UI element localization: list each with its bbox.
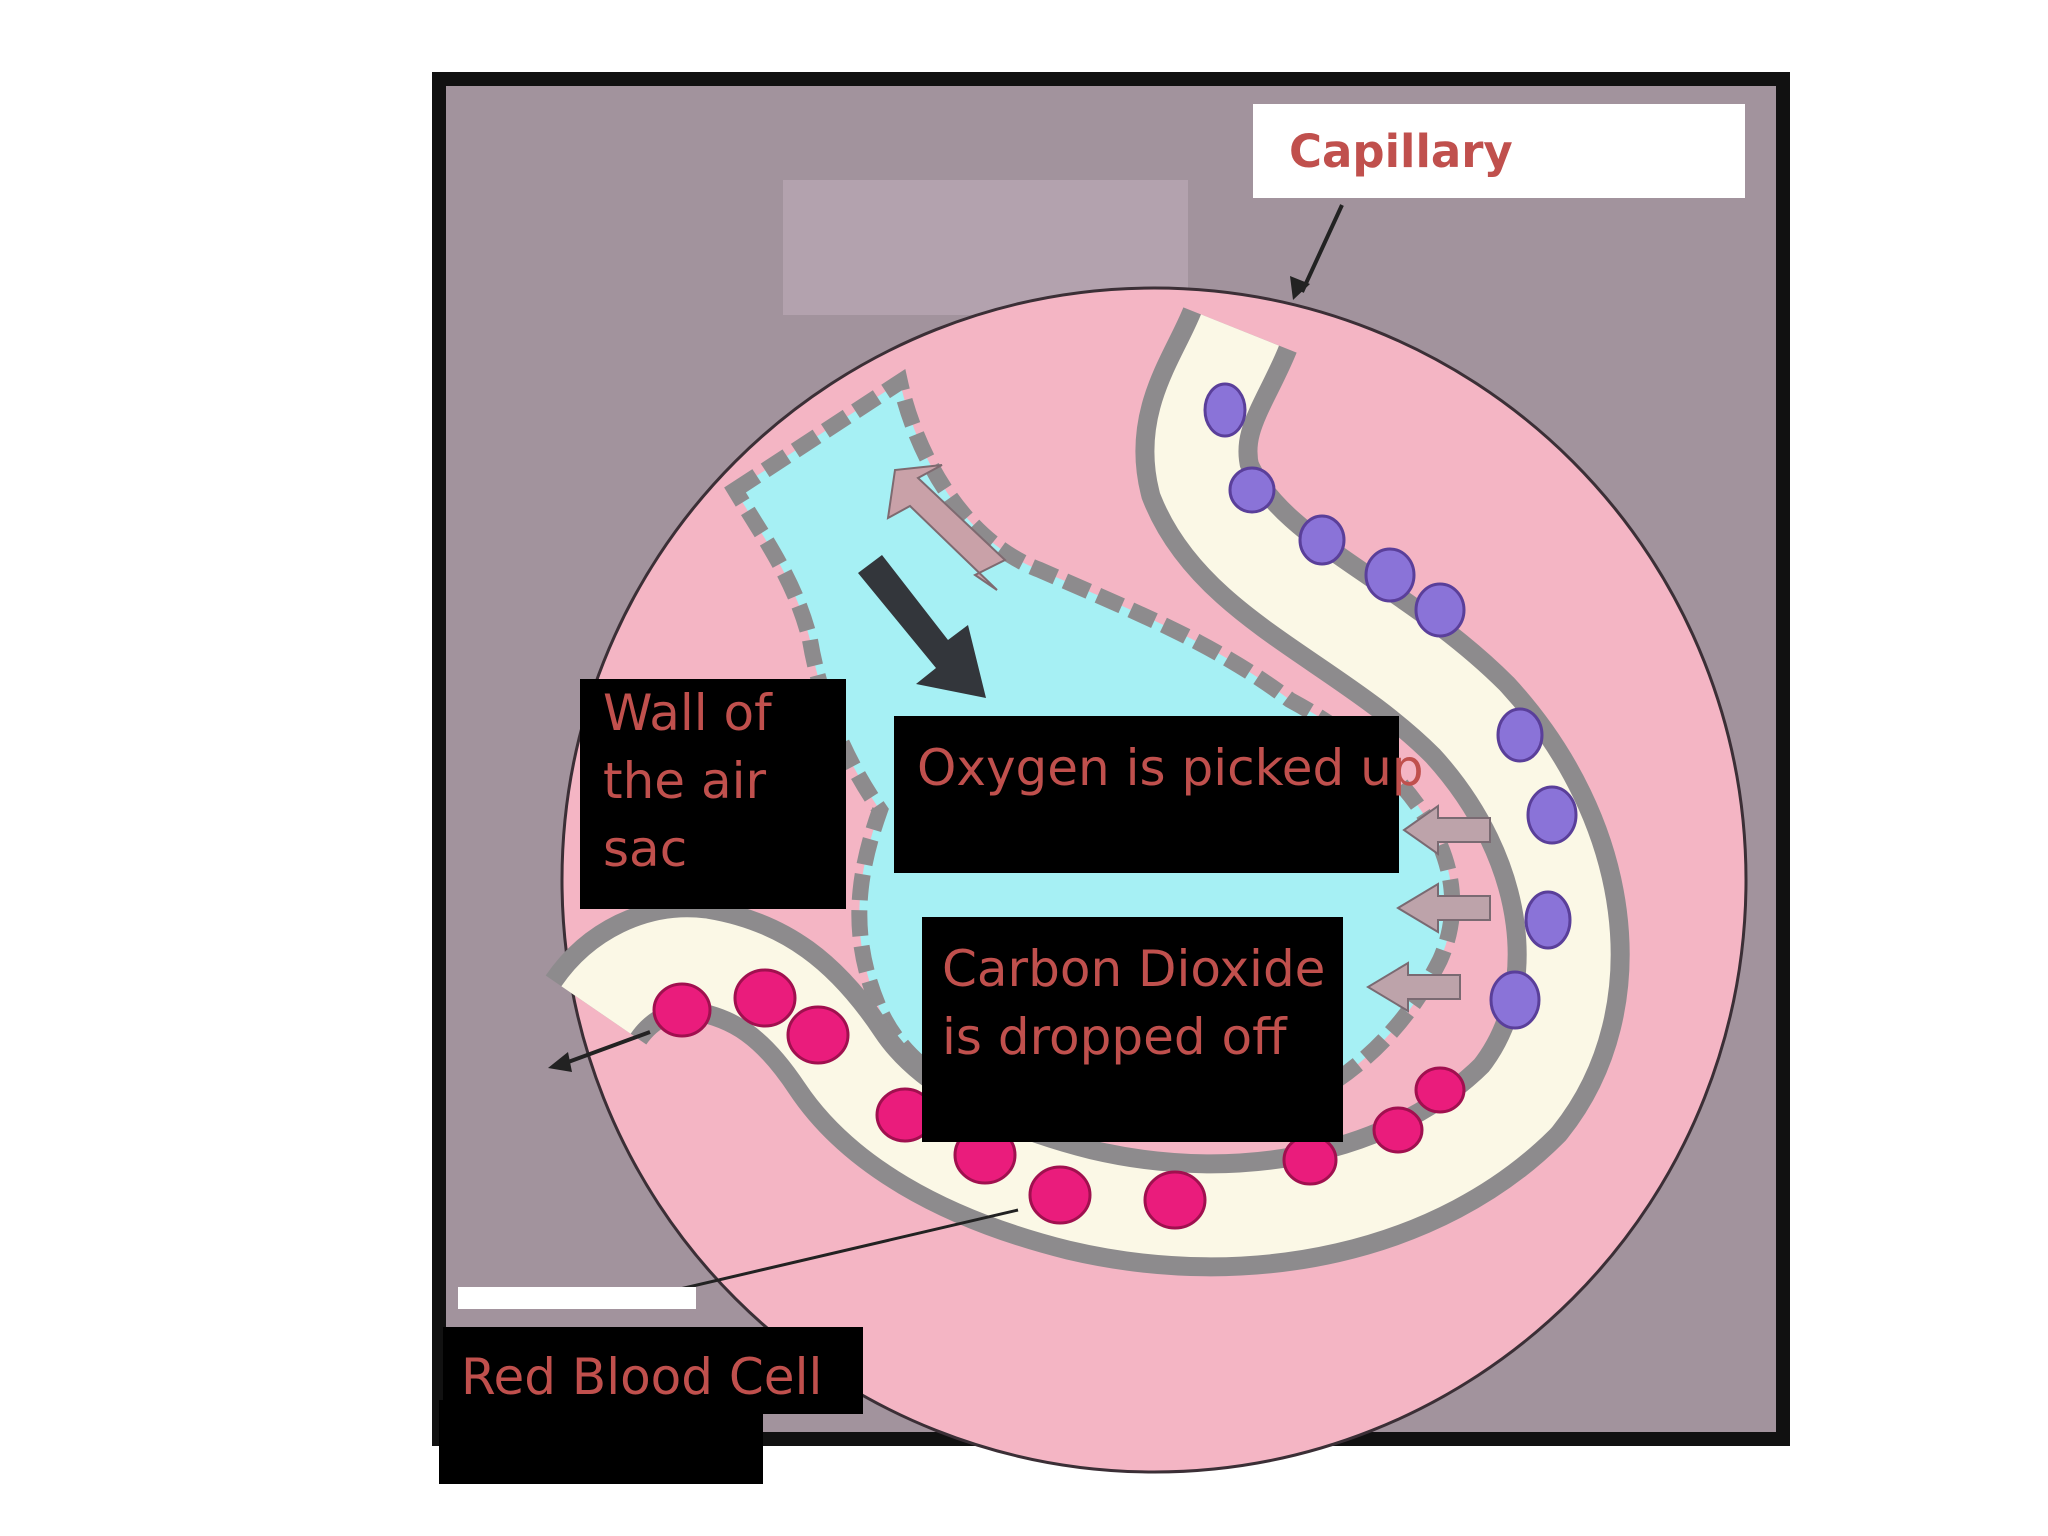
oxygen-in-arrow <box>858 555 986 698</box>
capillary-label: Capillary <box>1253 104 1745 198</box>
red-blood-cell-shape <box>1028 1165 1092 1225</box>
carbon-dioxide-label: Carbon Dioxide is dropped off <box>922 917 1343 1142</box>
red-blood-cell-label-backing <box>439 1400 763 1484</box>
diffusion-arrow <box>1402 804 1491 856</box>
red-blood-cell-shape <box>1372 1106 1424 1154</box>
red-blood-cell-label: Red Blood Cell <box>443 1327 863 1414</box>
purple-cell <box>1526 785 1578 845</box>
red-blood-cell-shape <box>1282 1134 1338 1186</box>
oxygenated-cells <box>652 968 1466 1230</box>
red-blood-cell-shape <box>1143 1170 1207 1230</box>
diffusion-arrow <box>1366 961 1461 1013</box>
purple-cell <box>1203 382 1247 438</box>
diffusion-arrow <box>1396 882 1491 934</box>
purple-cell <box>1524 890 1572 950</box>
capillary-pointer <box>1300 204 1344 293</box>
oxygen-picked-up-label: Oxygen is picked up <box>894 716 1424 873</box>
wall-of-air-sac-label: Wall of the air sac <box>580 679 846 909</box>
red-blood-cell-shape <box>786 1005 850 1065</box>
purple-cell <box>1228 466 1276 514</box>
red-blood-cell-pointer <box>649 1208 1019 1298</box>
purple-cell <box>1414 582 1466 638</box>
outflow-pointer <box>559 1030 651 1067</box>
purple-cell <box>1489 970 1541 1030</box>
outflow-pointer-head <box>548 1052 572 1072</box>
capillary-pointer-head <box>1290 276 1310 300</box>
diffusion-arrows <box>1366 804 1491 1013</box>
purple-cell <box>1298 514 1346 566</box>
red-blood-cell-shape <box>733 968 797 1028</box>
red-blood-cell-shape <box>652 982 712 1038</box>
purple-cell <box>1496 707 1544 763</box>
co2-out-arrow <box>886 464 1007 591</box>
white-label-strip <box>458 1287 696 1309</box>
purple-cell <box>1364 547 1416 603</box>
deoxygenated-cells <box>1203 382 1578 1030</box>
red-blood-cell-shape <box>1414 1066 1466 1114</box>
